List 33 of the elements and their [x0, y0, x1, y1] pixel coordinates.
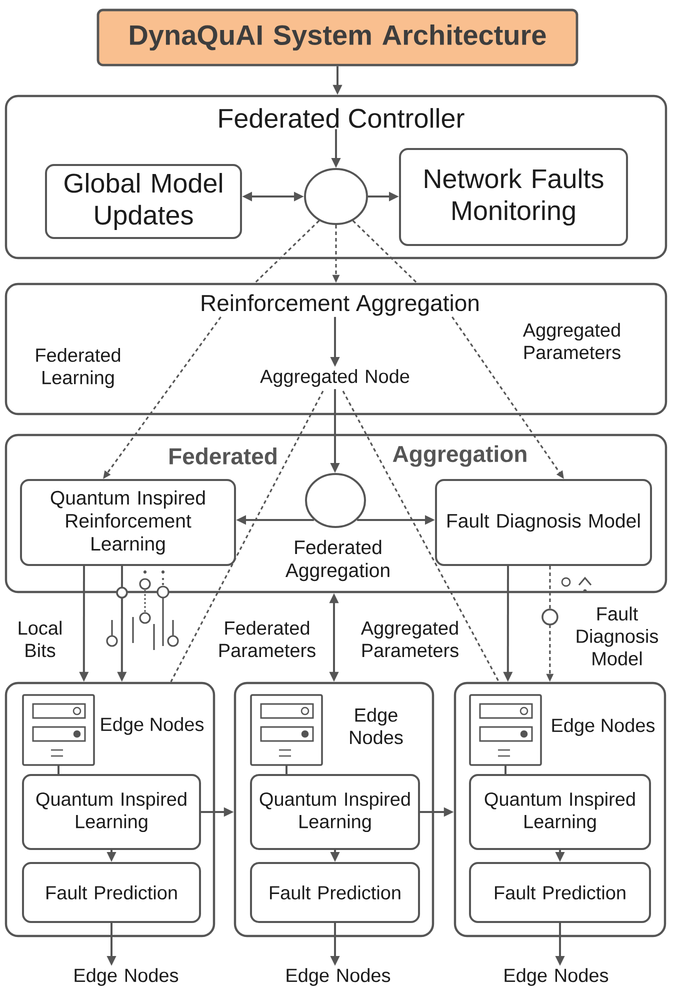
dashed-line	[170, 390, 324, 682]
annotation: Federated Learning	[36, 348, 120, 388]
server-icon	[469, 694, 542, 766]
process-box: Fault Prediction	[250, 862, 420, 923]
server-icon	[250, 694, 323, 766]
text-label: Edge Nodes	[286, 968, 390, 986]
annotation: Federated Parameters	[219, 620, 316, 658]
dashed-line	[352, 220, 418, 284]
annotation: Local Bits	[18, 620, 62, 658]
dashed-line	[342, 390, 500, 682]
title-box: DynaQuAI System Architecture	[96, 8, 578, 66]
text-label: Aggregated Node	[260, 369, 410, 387]
process-box: Quantum Inspired Reinforcement Learning	[20, 479, 236, 566]
server-icon	[22, 694, 95, 766]
process-box: Fault Diagnosis Model	[435, 479, 652, 566]
process-box: Fault Prediction	[469, 862, 651, 923]
process-box: Network Faults Monitoring	[399, 148, 628, 246]
dashed-line	[254, 220, 320, 284]
process-box: Quantum Inspired Learning	[469, 774, 651, 850]
process-box: Quantum Inspired Learning	[22, 774, 201, 850]
node-label: Federated Aggregation	[285, 540, 390, 582]
line	[504, 765, 506, 774]
process-box: Fault Prediction	[22, 862, 201, 923]
circle	[304, 168, 368, 225]
annotation: Aggregated Parameters	[522, 322, 620, 360]
annotation: Aggregated Parameters	[360, 620, 458, 658]
process-box: Quantum Inspired Learning	[250, 774, 420, 850]
annotation: Fault Diagnosis Model	[576, 606, 658, 666]
text-label: Edge Nodes	[504, 968, 608, 986]
text-label: Edge Nodes	[74, 968, 178, 986]
line	[286, 765, 288, 774]
line	[58, 765, 60, 774]
process-box: Global Model Updates	[45, 164, 242, 239]
